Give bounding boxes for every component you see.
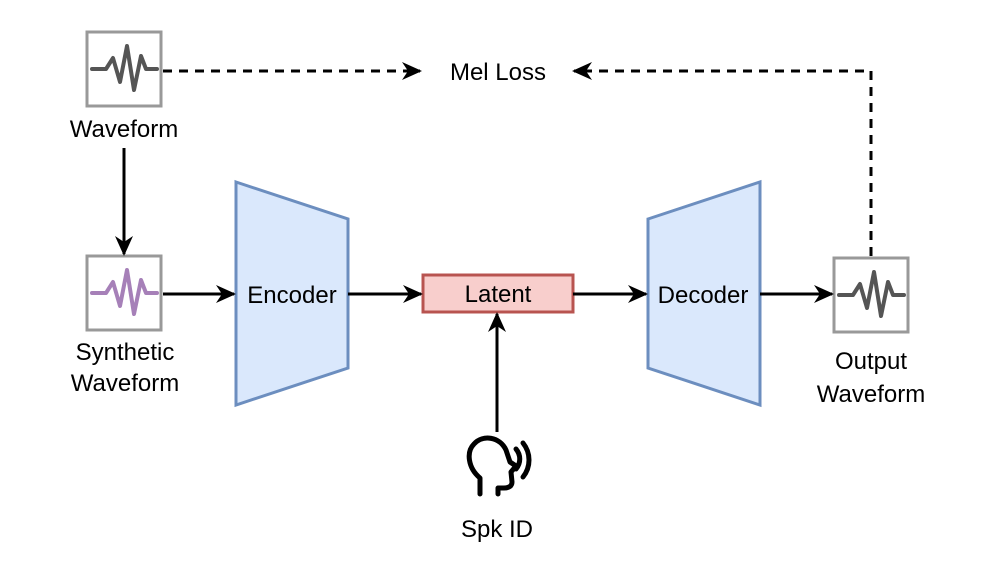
waveform-node: Waveform [70,30,178,143]
mel-loss-label: Mel Loss [450,59,546,86]
dashed-arrow-output-to-mel-loss [572,62,873,256]
speaking-head-icon [466,435,532,497]
output-waveform-icon [837,270,906,318]
decoder-shape [646,179,762,408]
connections [115,62,873,432]
synthetic-waveform-label-line2: Waveform [71,370,179,397]
spk-id-label: Spk ID [461,516,533,543]
output-waveform-node: Output Waveform [817,256,925,408]
synthetic-waveform-icon [90,268,159,316]
latent-node: Latent [421,273,575,314]
encoder-node: Encoder [234,179,350,408]
speaker-node: Spk ID [461,435,533,543]
output-waveform-label-line2: Waveform [817,381,925,408]
synthetic-waveform-node: Synthetic Waveform [71,254,179,397]
synthetic-waveform-label-line1: Synthetic [76,339,175,366]
waveform-icon [90,44,159,92]
encoder-shape [234,179,350,408]
decoder-node: Decoder [646,179,762,408]
encoder-label: Encoder [247,282,336,309]
latent-label: Latent [465,281,532,308]
waveform-label: Waveform [70,116,178,143]
output-waveform-label-line1: Output [835,348,907,375]
decoder-label: Decoder [658,282,749,309]
